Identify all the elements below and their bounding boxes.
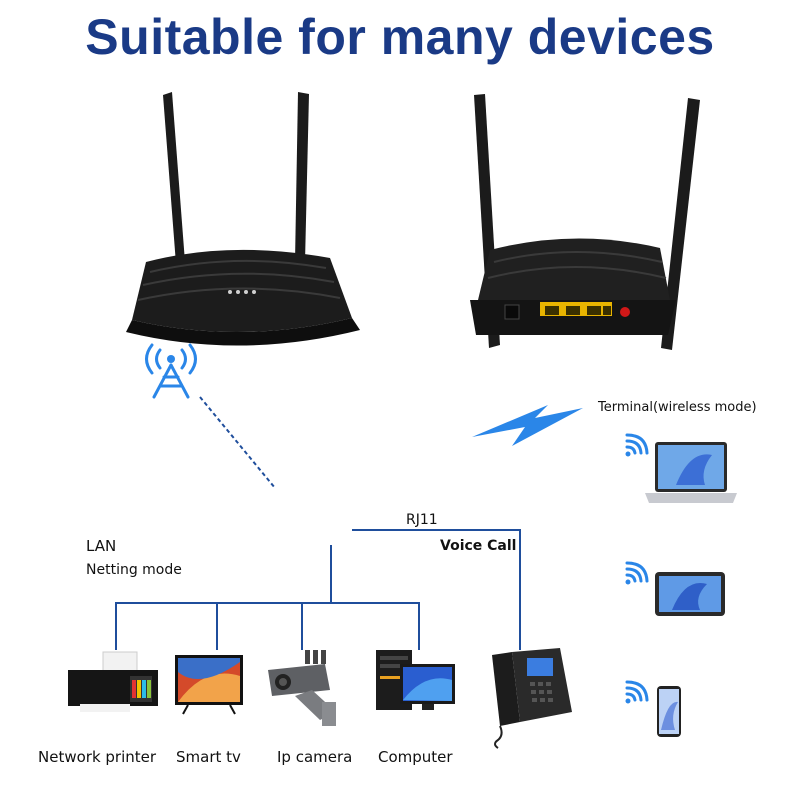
wireless-dashed-link: [199, 396, 276, 489]
wifi-icon: [625, 433, 649, 457]
computer-image: [376, 650, 455, 710]
rj11-label: RJ11: [406, 512, 438, 528]
voice-call-label: Voice Call: [440, 538, 517, 554]
antenna-tower-icon: [145, 343, 197, 399]
smart-tv-image: [175, 655, 243, 715]
ip-camera-image: [268, 650, 336, 726]
connection-lines: [115, 529, 521, 650]
smartphone-image: [657, 686, 681, 737]
router-back-image: [470, 94, 700, 350]
tablet-image: [655, 572, 725, 616]
wifi-icon: [625, 561, 649, 585]
laptop-image: [645, 442, 737, 503]
wifi-icon: [625, 680, 649, 704]
netting-mode-label: Netting mode: [86, 562, 182, 578]
page-title: Suitable for many devices: [85, 9, 715, 65]
lan-label: LAN: [86, 537, 117, 555]
device-label-computer: Computer: [378, 748, 453, 766]
network-printer-image: [68, 651, 158, 712]
device-label-ip-camera: Ip camera: [277, 748, 353, 766]
router-front-image: [126, 92, 360, 346]
device-label-network-printer: Network printer: [38, 748, 157, 766]
device-label-smart-tv: Smart tv: [176, 748, 241, 766]
voip-phone-image: [492, 648, 572, 749]
terminal-label: Terminal(wireless mode): [598, 400, 757, 415]
wireless-signal-bolt: [472, 405, 583, 446]
